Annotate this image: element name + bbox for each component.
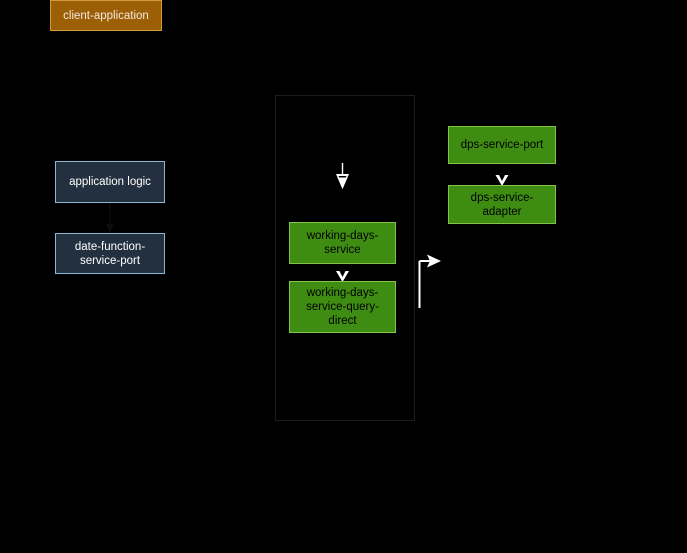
node-working-days-service-query-direct-label: working-days- service-query- direct	[306, 287, 379, 327]
node-dps-service-port-label: dps-service-port	[460, 139, 544, 151]
node-date-function-service-port-label: date-function- service-port	[74, 240, 146, 267]
node-application-logic-label: application logic	[69, 176, 151, 188]
group-service-container[interactable]	[275, 95, 415, 421]
edge-application-logic-to-date-function-service-port	[106, 203, 114, 233]
node-client-application-label: client-application	[63, 9, 149, 22]
node-dps-service-port[interactable]: dps-service-port	[448, 126, 556, 164]
edge-query-direct-to-dps-service-port	[418, 254, 441, 308]
node-date-function-service-port[interactable]: date-function- service-port	[55, 233, 165, 274]
node-dps-service-adapter[interactable]: dps-service- adapter	[448, 185, 556, 224]
node-working-days-service-query-direct[interactable]: working-days- service-query- direct	[289, 281, 396, 333]
node-application-logic[interactable]: application logic	[55, 161, 165, 203]
node-dps-service-adapter-label: dps-service- adapter	[470, 191, 534, 218]
node-working-days-service-label: working-days- service	[306, 230, 379, 256]
node-client-application[interactable]: client-application	[50, 0, 162, 31]
node-working-days-service[interactable]: working-days- service	[289, 222, 396, 264]
